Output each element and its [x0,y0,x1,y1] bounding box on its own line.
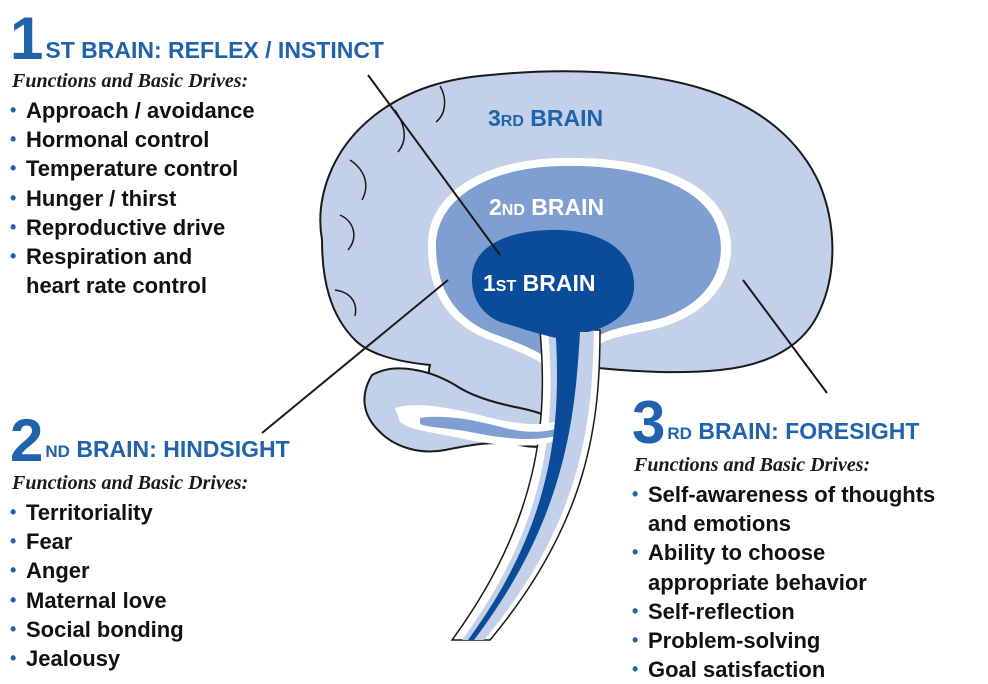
first-brain-heading: 1 ST BRAIN: REFLEX / INSTINCT [10,14,384,64]
drives-list: Approach / avoidance Hormonal control Te… [10,96,384,300]
drives-list: Territoriality Fear Anger Maternal love … [10,498,290,673]
heading-text: ND BRAIN: HINDSIGHT [45,436,289,465]
list-item: Jealousy [10,644,290,673]
drives-list: Self-awareness of thoughts and emotions … [632,480,935,684]
list-item: Social bonding [10,615,290,644]
list-item: Hormonal control [10,125,384,154]
list-item: Reproductive drive [10,213,384,242]
list-item: Ability to choose appropriate behavior [632,538,935,596]
heading-text: RD BRAIN: FORESIGHT [667,418,919,447]
first-brain-label: 1ST BRAIN [483,270,595,297]
list-item: Temperature control [10,154,384,183]
list-item: Fear [10,527,290,556]
list-item: Maternal love [10,586,290,615]
list-item: Territoriality [10,498,290,527]
list-item: Self-awareness of thoughts and emotions [632,480,935,538]
third-brain-label: 3RD BRAIN [488,105,603,132]
second-brain-heading: 2 ND BRAIN: HINDSIGHT [10,416,290,466]
list-item: Anger [10,556,290,585]
list-item: Problem-solving [632,626,935,655]
panel-subtitle: Functions and Basic Drives: [12,470,290,496]
second-brain-label: 2ND BRAIN [489,194,604,221]
panel-subtitle: Functions and Basic Drives: [12,68,384,94]
second-brain-panel: 2 ND BRAIN: HINDSIGHT Functions and Basi… [10,416,290,673]
first-brain-panel: 1 ST BRAIN: REFLEX / INSTINCT Functions … [10,14,384,300]
heading-number: 2 [10,416,41,466]
heading-number: 1 [10,14,41,64]
panel-subtitle: Functions and Basic Drives: [634,452,935,478]
third-brain-panel: 3 RD BRAIN: FORESIGHT Functions and Basi… [632,398,935,684]
heading-text: ST BRAIN: REFLEX / INSTINCT [45,37,384,63]
list-item: Approach / avoidance [10,96,384,125]
list-item: Self-reflection [632,597,935,626]
list-item: Hunger / thirst [10,184,384,213]
third-brain-heading: 3 RD BRAIN: FORESIGHT [632,398,935,448]
heading-number: 3 [632,398,663,448]
list-item: Respiration and heart rate control [10,242,384,300]
